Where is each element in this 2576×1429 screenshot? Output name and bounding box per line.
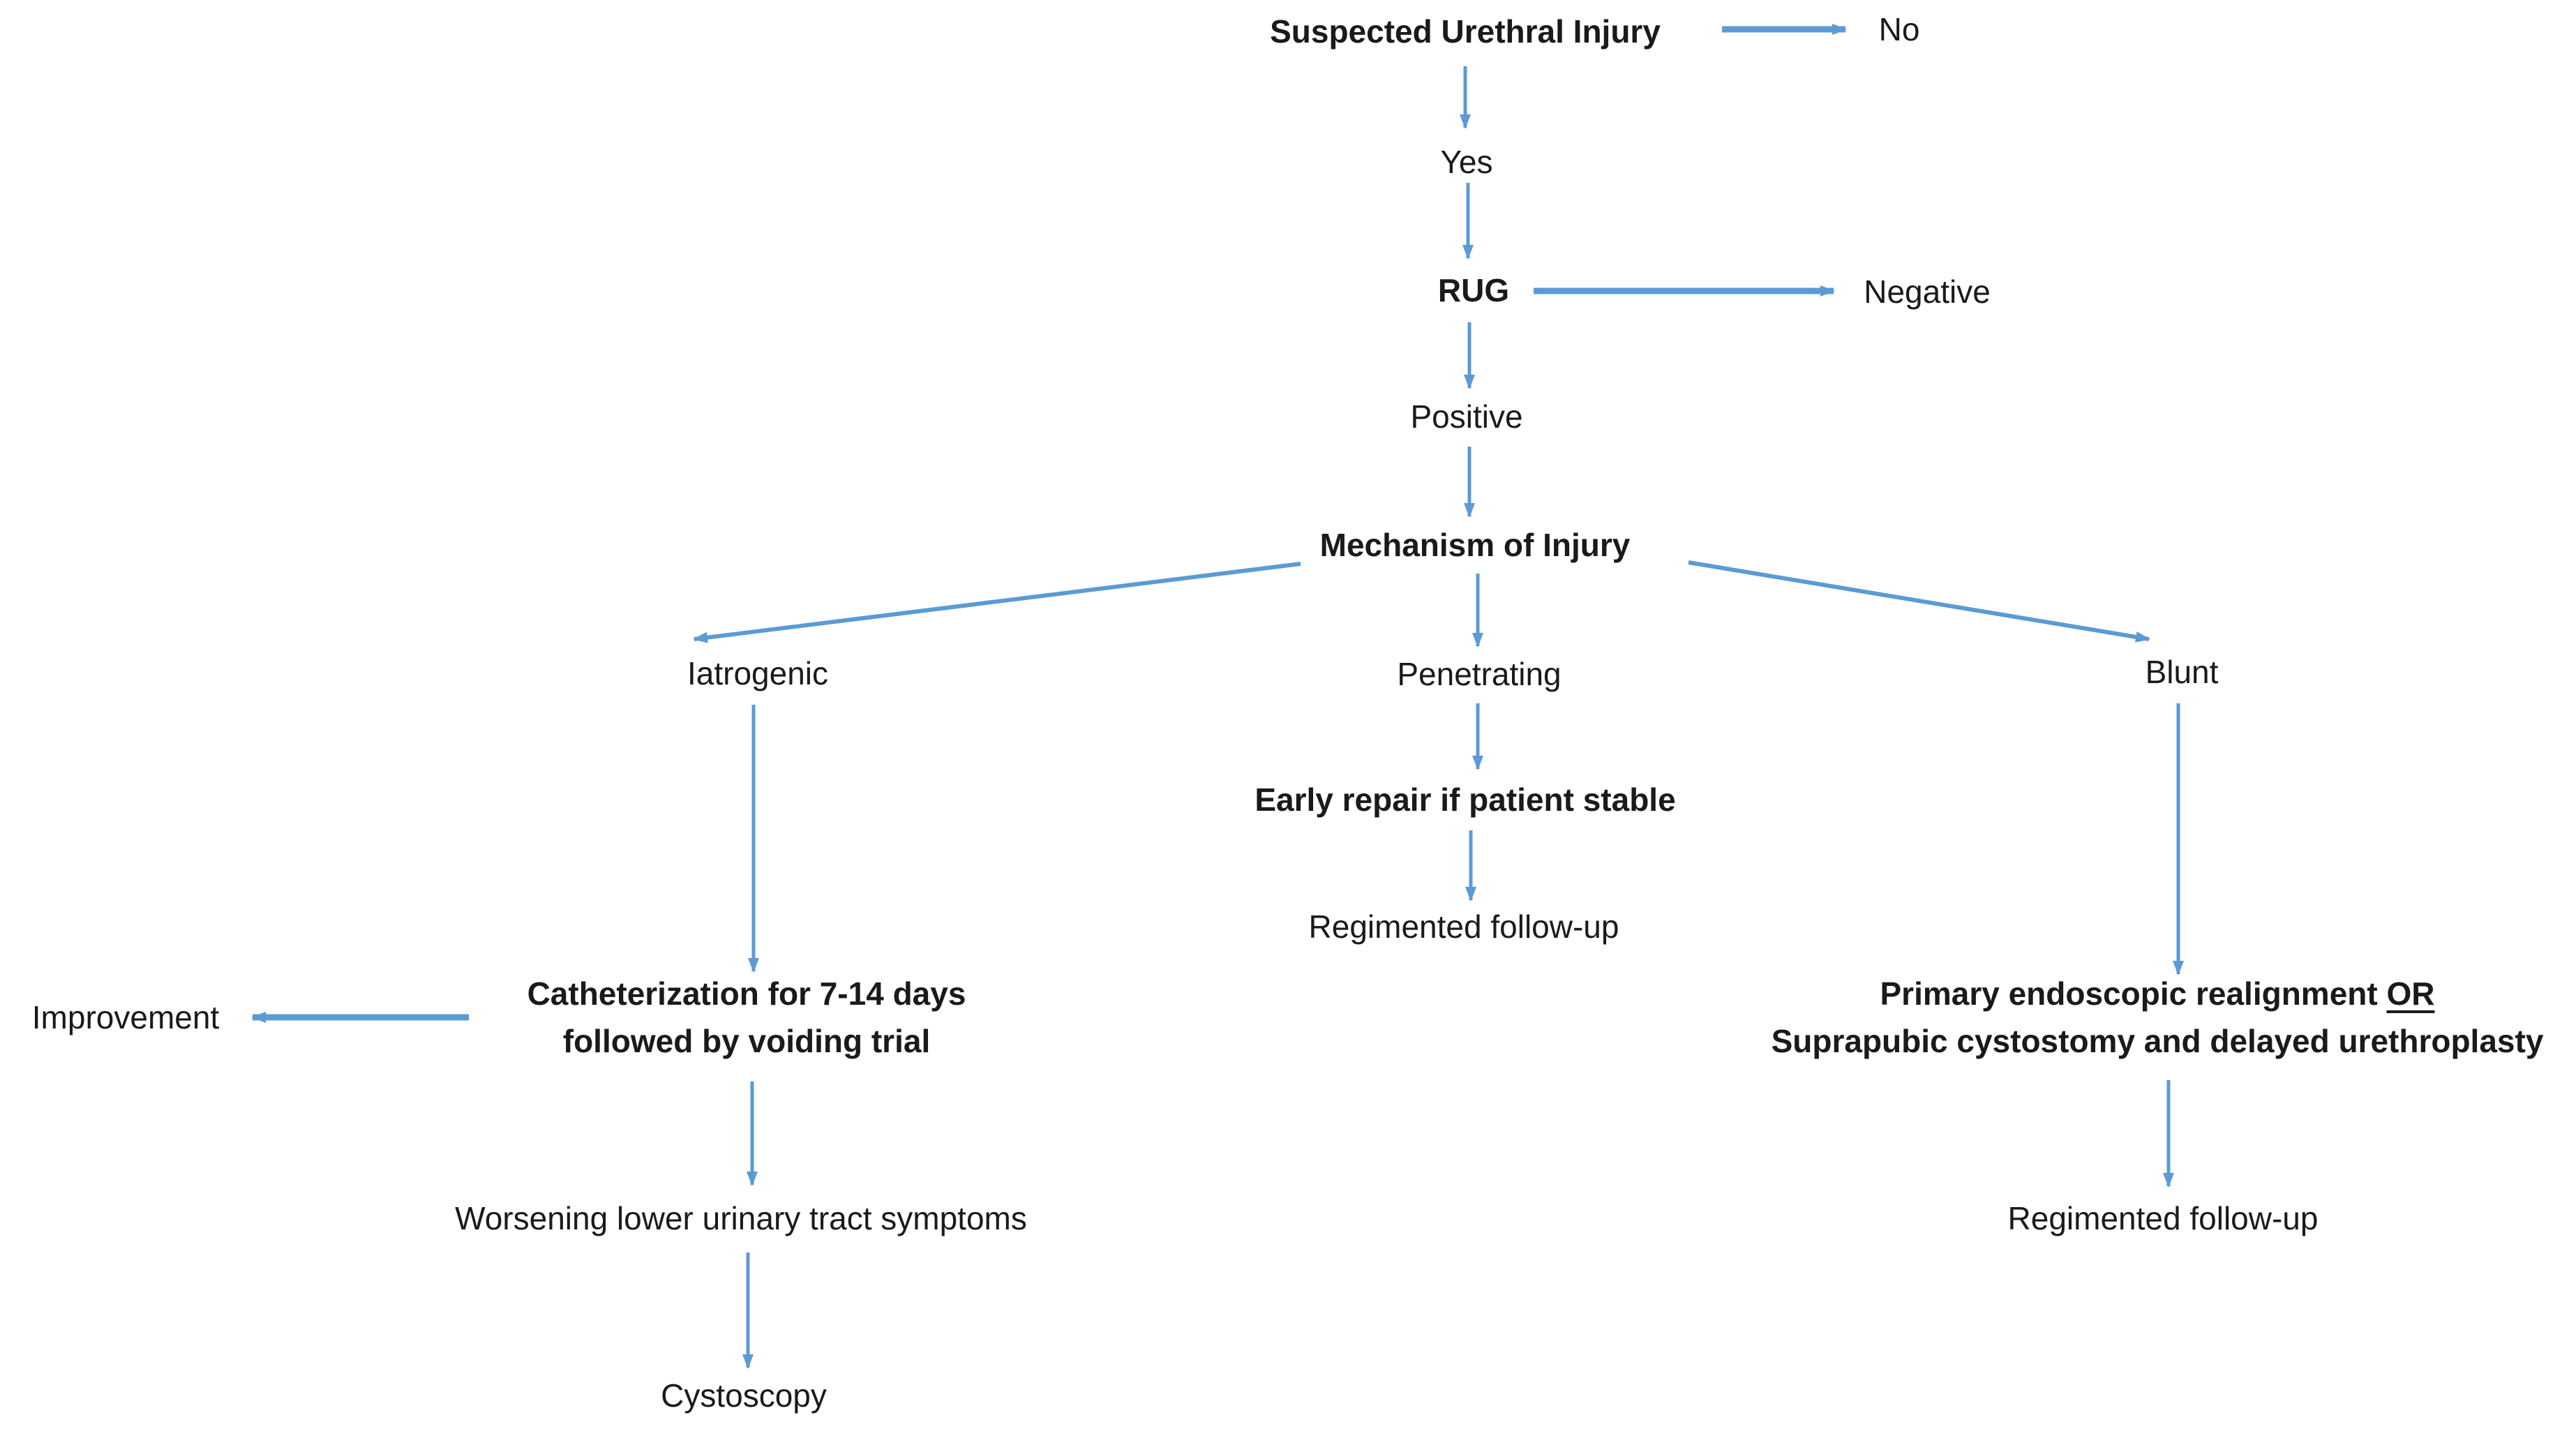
primary-line2: Suprapubic cystostomy and delayed urethr… bbox=[1771, 1023, 2544, 1059]
arrow-mechanism-to-blunt bbox=[1688, 560, 2150, 643]
label-penetrating: Penetrating bbox=[1397, 656, 1562, 692]
label-positive: Positive bbox=[1410, 398, 1523, 435]
label-negative: Negative bbox=[1864, 274, 1991, 310]
label-no: No bbox=[1878, 11, 1920, 47]
node-early-repair: Early repair if patient stable bbox=[1255, 781, 1676, 818]
node-cystoscopy: Cystoscopy bbox=[661, 1377, 827, 1414]
catheterization-line1: Catheterization for 7-14 days bbox=[527, 975, 966, 1012]
label-blunt: Blunt bbox=[2145, 654, 2219, 690]
node-rug: RUG bbox=[1437, 272, 1510, 308]
node-catheterization: Catheterization for 7-14 days followed b… bbox=[527, 970, 966, 1065]
node-primary-realignment: Primary endoscopic realignment OR Suprap… bbox=[1772, 970, 2544, 1065]
label-yes: Yes bbox=[1440, 144, 1493, 180]
arrow-mechanism-to-iatrogenic bbox=[693, 562, 1301, 643]
node-regimented-followup-blunt: Regimented follow-up bbox=[2007, 1200, 2319, 1236]
catheterization-line2: followed by voiding trial bbox=[562, 1023, 931, 1059]
node-mechanism-of-injury: Mechanism of Injury bbox=[1319, 527, 1631, 563]
label-iatrogenic: Iatrogenic bbox=[687, 655, 829, 691]
label-improvement: Improvement bbox=[31, 999, 220, 1035]
node-regimented-followup-penetrating: Regimented follow-up bbox=[1308, 908, 1619, 945]
primary-or-underlined: OR bbox=[2386, 975, 2435, 1012]
primary-line1-text: Primary endoscopic realignment bbox=[1880, 975, 2387, 1012]
node-suspected-urethral-injury: Suspected Urethral Injury bbox=[1270, 13, 1661, 50]
node-worsening-luts: Worsening lower urinary tract symptoms bbox=[455, 1200, 1027, 1236]
primary-line1: Primary endoscopic realignment OR bbox=[1772, 970, 2544, 1017]
